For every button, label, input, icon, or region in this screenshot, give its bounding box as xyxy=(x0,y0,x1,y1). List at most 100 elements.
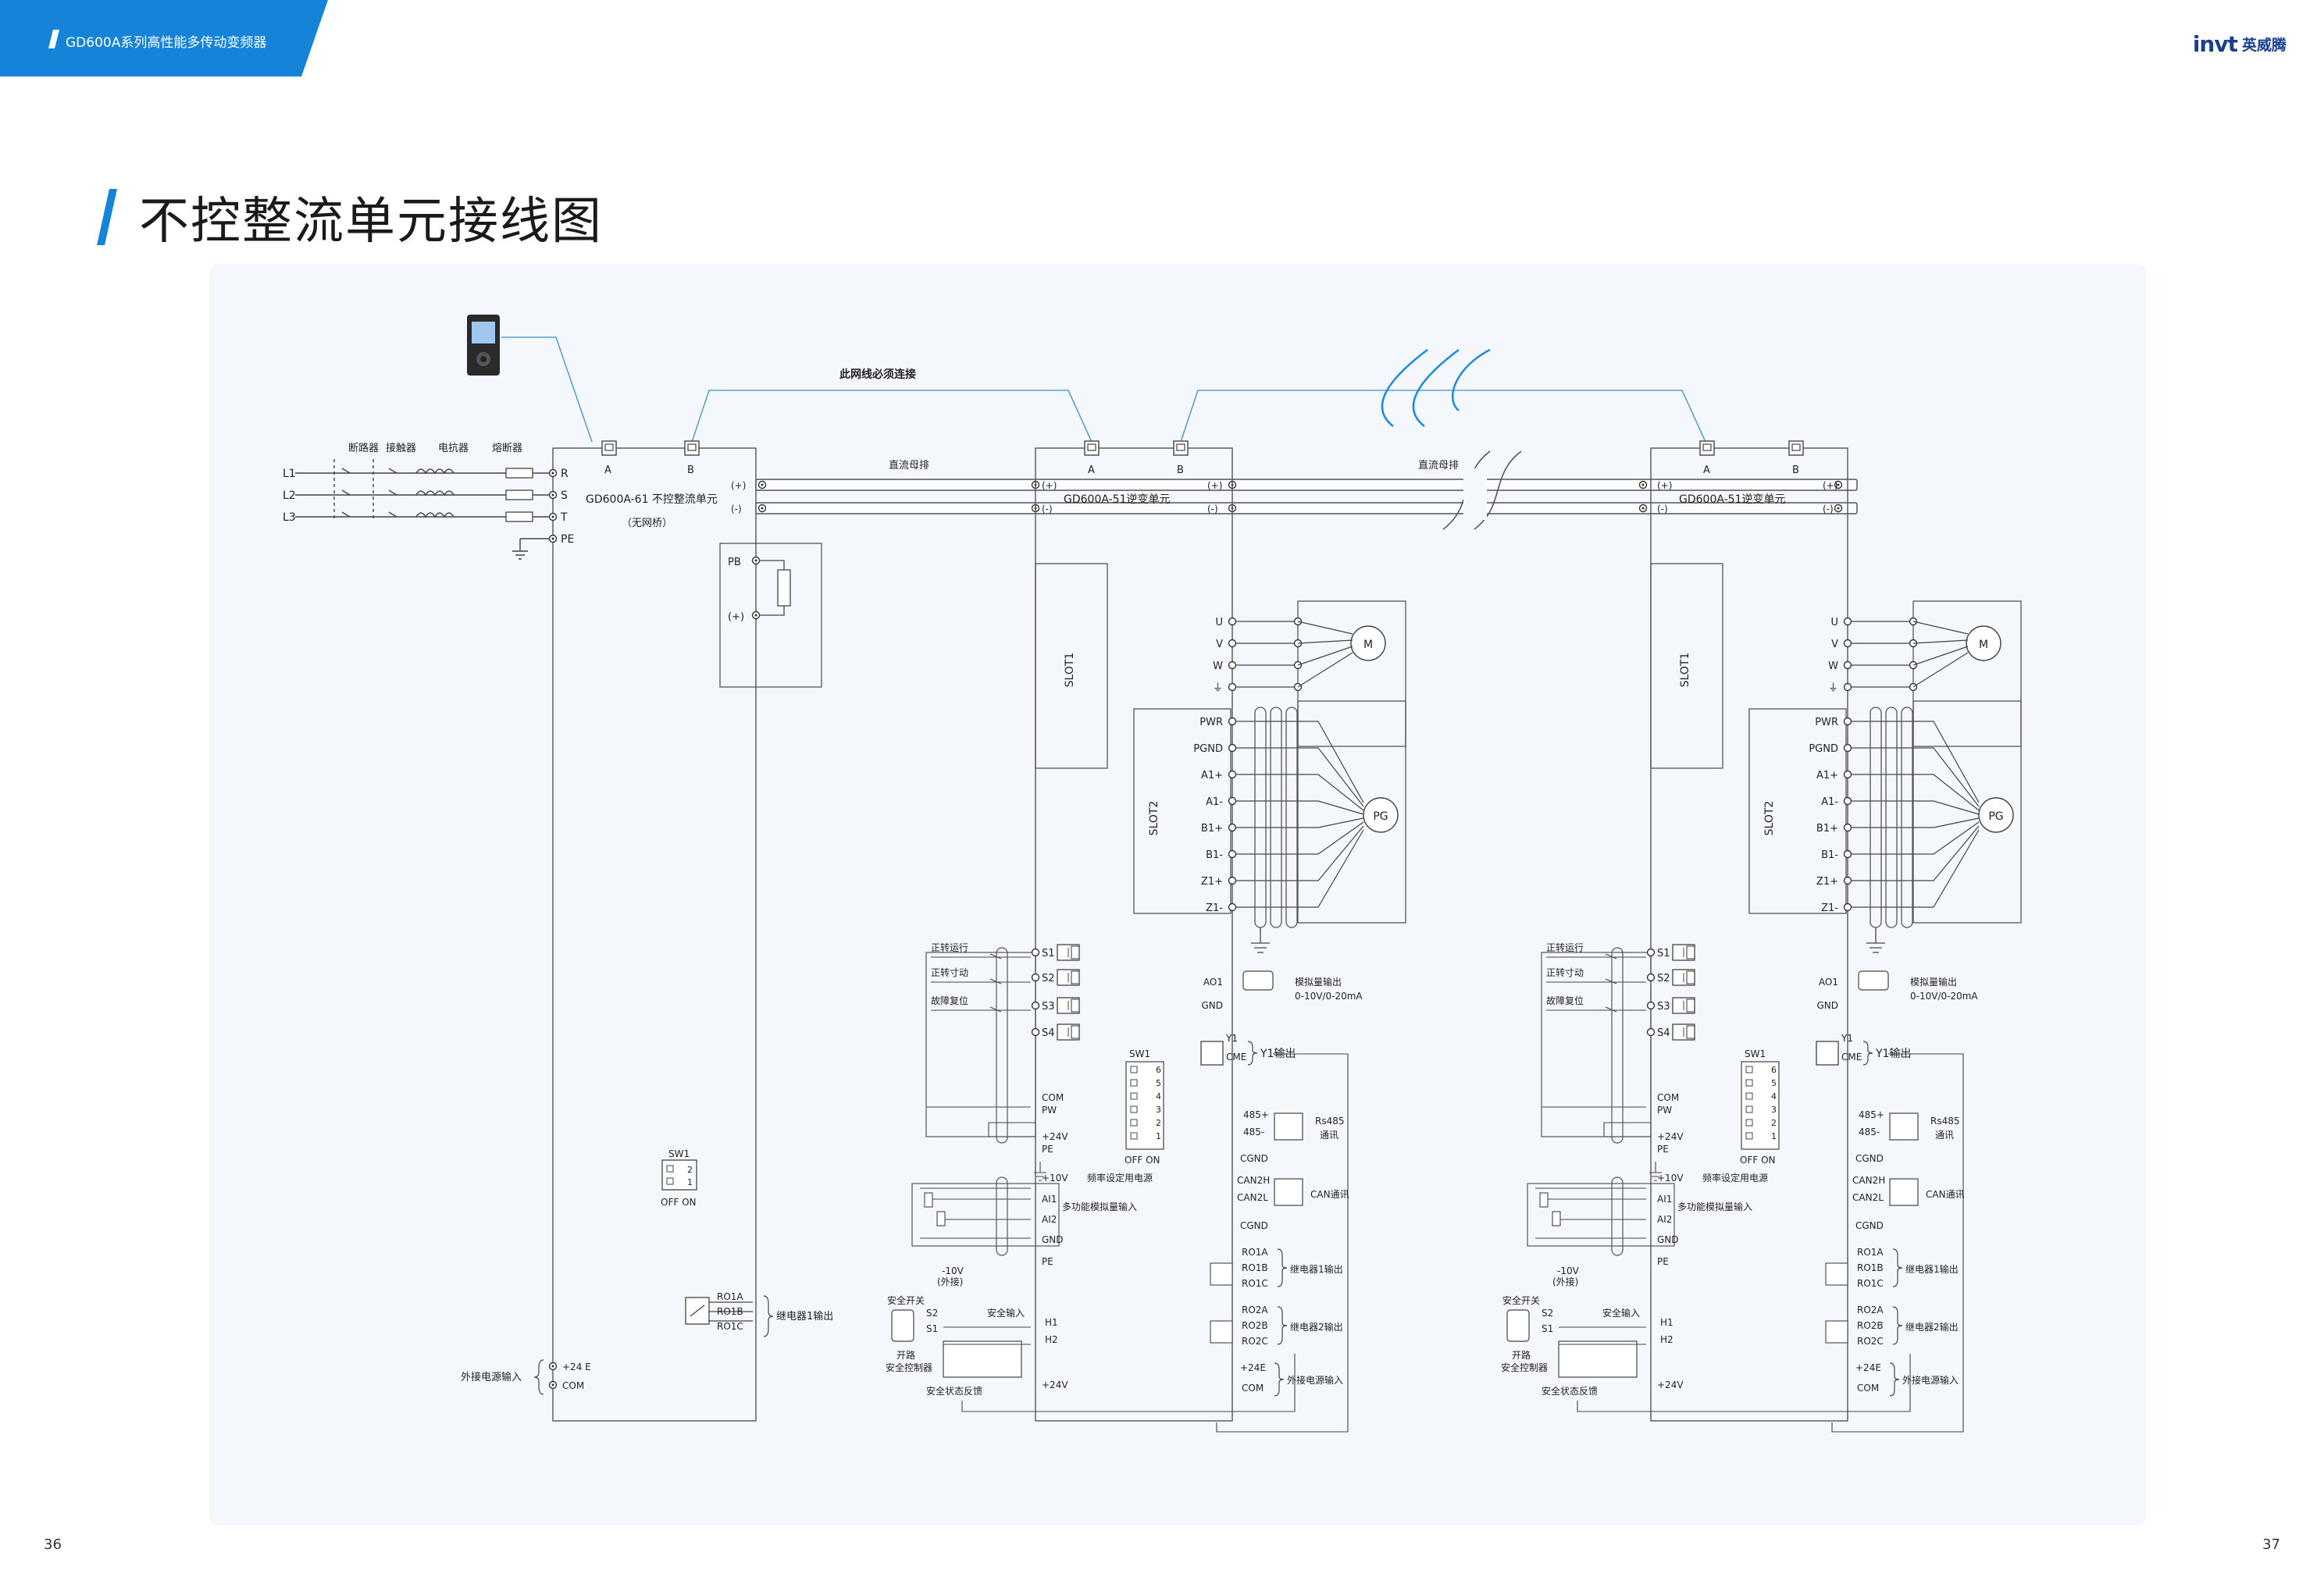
rect-bus-minus: (-) xyxy=(731,504,742,514)
cgnd-terminal-1: CGND xyxy=(1240,1153,1268,1164)
page-title: 不控整流单元接线图 xyxy=(139,193,603,251)
rectifier-note: （无网桥） xyxy=(622,518,672,529)
sw1-num-3: 3 xyxy=(1771,1105,1777,1115)
cgnd-terminal-2: CGND xyxy=(1240,1220,1268,1231)
inverter-port-a: A xyxy=(1703,465,1710,476)
ao-meter-icon xyxy=(1858,970,1889,991)
rect-bus-plus: (+) xyxy=(731,480,746,491)
pg-term-6: Z1+ xyxy=(1816,876,1838,888)
ao-desc: 模拟量输出 xyxy=(1910,976,1957,988)
h2-terminal: H2 xyxy=(1660,1334,1673,1345)
h1-terminal: H1 xyxy=(1660,1317,1673,1328)
sw1-num-1: 1 xyxy=(1771,1131,1777,1141)
di-label-1: 正转寸动 xyxy=(1546,966,1584,978)
inverter-bus-minus-left: (-) xyxy=(1042,504,1053,514)
page-number-right: 37 xyxy=(2262,1536,2280,1553)
header-tab-shape xyxy=(0,0,328,77)
rectifier-ext-power: 外接电源输入 xyxy=(461,1371,522,1383)
pg-icon xyxy=(1978,797,2014,833)
sw1-offon: OFF ON xyxy=(1740,1155,1776,1166)
can2h-terminal: CAN2H xyxy=(1237,1175,1270,1186)
brand-logo: invt 英威腾 xyxy=(2193,31,2287,57)
y1-terminal: Y1 xyxy=(1225,1033,1238,1044)
pe-terminal: PE xyxy=(1042,1144,1053,1155)
terminal-r: R xyxy=(561,468,569,480)
minus10v-label: -10V xyxy=(942,1266,964,1276)
y1-terminal: Y1 xyxy=(1841,1033,1853,1044)
pg-term-6: Z1+ xyxy=(1201,876,1223,888)
di-term-3: S3 xyxy=(1657,1001,1670,1013)
ao-gnd-terminal: GND xyxy=(1816,1000,1838,1011)
ai1-terminal: AI1 xyxy=(1042,1194,1057,1205)
sw1-num-4: 4 xyxy=(1156,1091,1161,1102)
ao1-terminal: AO1 xyxy=(1203,977,1223,988)
h1-terminal: H1 xyxy=(1045,1317,1058,1328)
header-tab: GD600A系列高性能多传动变频器 xyxy=(0,0,328,77)
ai-desc: 多功能模拟量输入 xyxy=(1062,1201,1137,1212)
sw1-num-5: 5 xyxy=(1156,1078,1161,1088)
open-circuit-label: 开路 xyxy=(1512,1349,1531,1361)
ro1-term-2: RO1C xyxy=(1857,1278,1884,1289)
pg-term-2: A1+ xyxy=(1816,770,1838,781)
rs485-desc: Rs485 xyxy=(1315,1116,1345,1127)
inverter-bus-minus-right: (-) xyxy=(1823,504,1834,514)
ai2-terminal: AI2 xyxy=(1042,1214,1057,1225)
pg-term-3: A1- xyxy=(1206,796,1223,808)
inverter-name: GD600A-51逆变单元 xyxy=(1064,493,1171,506)
ro1-desc: 继电器1输出 xyxy=(1290,1263,1343,1275)
h2-terminal: H2 xyxy=(1045,1334,1058,1345)
brand-name: 英威腾 xyxy=(2241,37,2287,54)
ro2-term-2: RO2C xyxy=(1857,1336,1884,1347)
ro2-desc: 继电器2输出 xyxy=(1905,1321,1959,1333)
pw-terminal: PW xyxy=(1657,1105,1672,1116)
pg-term-4: B1+ xyxy=(1816,823,1838,835)
safety-input-label: 安全输入 xyxy=(1602,1307,1640,1319)
pg-term-7: Z1- xyxy=(1206,902,1223,914)
inverter-bus-plus-left: (+) xyxy=(1657,480,1672,491)
di-term-3: S3 xyxy=(1042,1001,1055,1013)
sw1-label: SW1 xyxy=(1129,1048,1150,1059)
sw1-num-3: 3 xyxy=(1156,1105,1161,1115)
ro2-term-0: RO2A xyxy=(1242,1305,1268,1315)
pb-plus-terminal: (+) xyxy=(728,611,744,623)
ai-desc: 多功能模拟量输入 xyxy=(1677,1201,1752,1212)
di-label-1: 正转寸动 xyxy=(931,966,968,978)
safety-s1: S1 xyxy=(1542,1323,1553,1334)
motor-term-1: V xyxy=(1831,639,1838,650)
ai2-terminal: AI2 xyxy=(1657,1214,1672,1225)
ao1-terminal: AO1 xyxy=(1819,977,1838,988)
ai1-terminal: AI1 xyxy=(1657,1194,1672,1205)
input-component-contactor: 接触器 xyxy=(386,442,416,454)
inverter-bus-minus-left: (-) xyxy=(1657,504,1668,514)
rectifier-name: GD600A-61 不控整流单元 xyxy=(586,493,718,506)
input-line-l2: L2 xyxy=(283,489,296,502)
rectifier-sw1-num2: 2 xyxy=(687,1165,693,1175)
rectifier-ext-24e: +24 E xyxy=(562,1362,591,1372)
pe-terminal-2: PE xyxy=(1657,1256,1669,1267)
pg-term-1: PGND xyxy=(1809,743,1838,755)
ro1-term-0: RO1A xyxy=(1857,1247,1884,1258)
rectifier-ro1b: RO1B xyxy=(717,1306,743,1317)
rectifier-sw1-offon: OFF ON xyxy=(661,1197,697,1208)
com-terminal: COM xyxy=(1042,1092,1064,1103)
di-label-2: 故障复位 xyxy=(931,995,968,1006)
dc-bus-label-2: 直流母排 xyxy=(1418,460,1459,472)
p10v-terminal: +10V xyxy=(1657,1173,1684,1184)
sw1-num-6: 6 xyxy=(1156,1065,1161,1075)
sw1-label: SW1 xyxy=(1745,1048,1766,1059)
wiring-diagram: 此网线必须连接 断路器 接触器 电抗器 熔断器 L1 L2 L3 R S T P… xyxy=(283,315,2022,1433)
ro2-desc: 继电器2输出 xyxy=(1290,1321,1343,1333)
pg-term-4: B1+ xyxy=(1201,823,1223,835)
ro1-term-2: RO1C xyxy=(1242,1278,1268,1289)
motor-label: M xyxy=(1363,639,1373,651)
can2h-terminal: CAN2H xyxy=(1852,1175,1885,1186)
p24v-terminal: +24V xyxy=(1042,1131,1068,1142)
cme-terminal: CME xyxy=(1841,1052,1862,1063)
inverter-name: GD600A-51逆变单元 xyxy=(1679,493,1786,506)
pg-term-5: B1- xyxy=(1821,849,1838,861)
ro1-term-1: RO1B xyxy=(1857,1262,1884,1273)
di-term-2: S2 xyxy=(1657,973,1670,984)
minus10v-note: (外接) xyxy=(937,1276,963,1287)
motor-icon xyxy=(1966,625,2001,661)
rectifier-unit-box xyxy=(552,447,757,1422)
